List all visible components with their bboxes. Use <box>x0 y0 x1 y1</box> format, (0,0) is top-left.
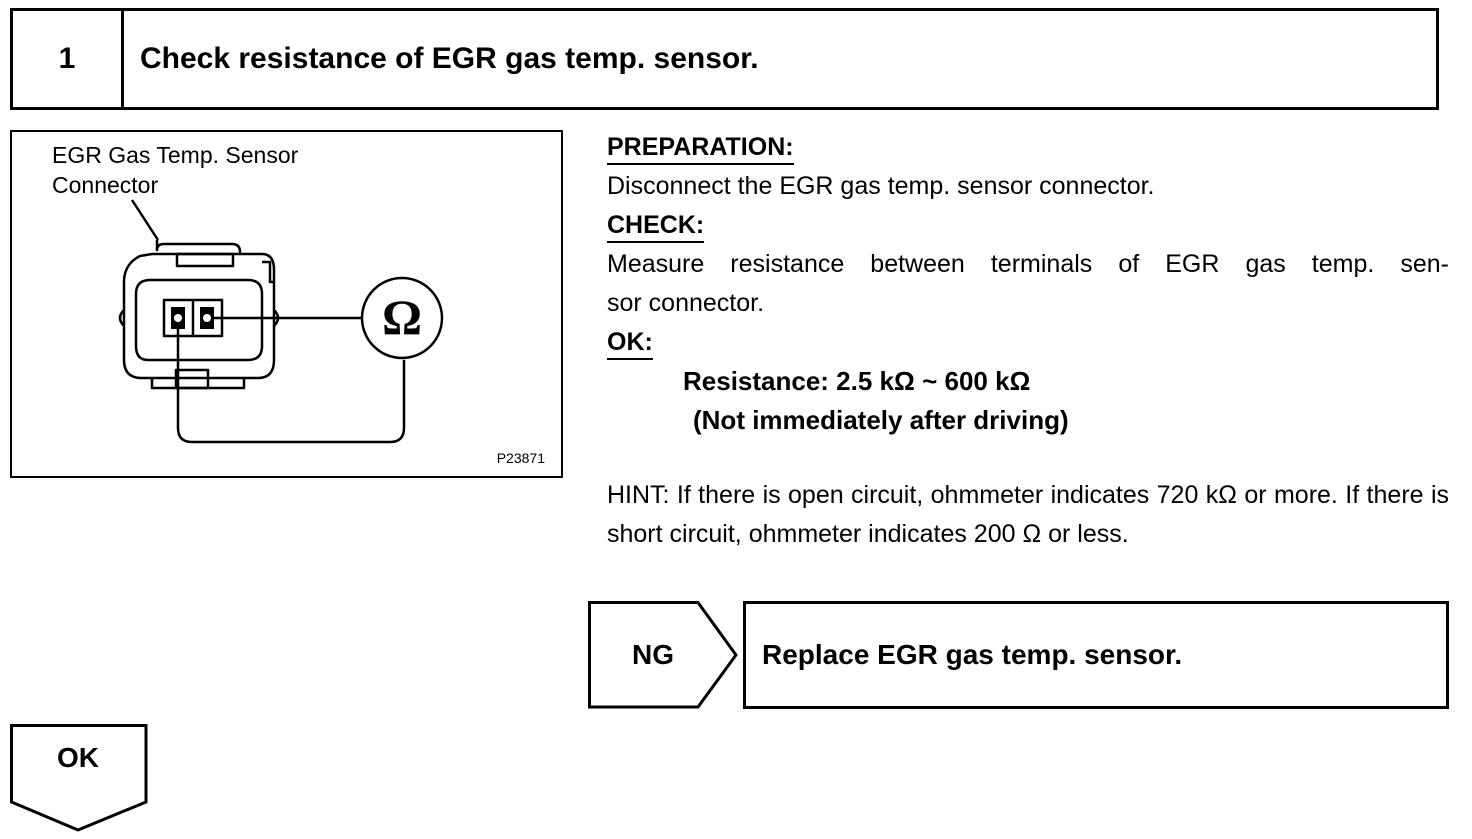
figure-id: P23871 <box>496 450 545 466</box>
preparation-heading: PREPARATION: <box>607 132 794 165</box>
check-text-line2: sor connector. <box>607 289 765 317</box>
latch-slot <box>175 252 235 268</box>
leader-line <box>130 199 160 241</box>
ok-arrow-shape <box>10 724 148 832</box>
ohmmeter-circle <box>360 276 444 360</box>
ohmmeter-symbol: Ω <box>382 289 422 345</box>
spec-resistance: Resistance: 2.5 kΩ ~ 600 kΩ <box>683 366 1031 396</box>
ng-label: NG <box>632 638 674 670</box>
probe-wire-lower <box>176 322 406 444</box>
ng-action-box: Replace EGR gas temp. sensor. <box>743 601 1449 709</box>
ng-arrow-shape <box>588 601 738 709</box>
spec-condition: (Not immediately after driving) <box>693 405 1069 435</box>
connector-body-outer <box>122 252 276 380</box>
step-title: Check resistance of EGR gas temp. sensor… <box>140 42 759 75</box>
check-text-line1: Measure resistance between terminals of … <box>607 250 1449 278</box>
diagram-label-line1: EGR Gas Temp. Sensor <box>52 142 299 168</box>
check-heading: CHECK: <box>607 210 705 243</box>
ng-arrow-box: NG <box>588 601 740 716</box>
connector-diagram: EGR Gas Temp. Sensor Connector <box>10 130 563 478</box>
preparation-text: Disconnect the EGR gas temp. sensor conn… <box>607 172 1155 200</box>
connector-latch <box>155 240 242 254</box>
connector-tab <box>262 260 274 284</box>
ok-heading: OK: <box>607 327 653 360</box>
ok-label: OK <box>57 742 99 773</box>
instruction-text: PREPARATION: Disconnect the EGR gas temp… <box>607 128 1449 554</box>
step-number: 1 <box>13 11 124 107</box>
connector-illustration: Ω <box>118 199 444 444</box>
ok-arrow-box: OK <box>10 724 150 839</box>
step-header: 1 Check resistance of EGR gas temp. sens… <box>10 8 1439 110</box>
diagram-label-line2: Connector <box>52 172 159 198</box>
hint-text: HINT: If there is open circuit, ohmmeter… <box>607 481 1449 548</box>
connector-body-inner <box>134 278 264 362</box>
